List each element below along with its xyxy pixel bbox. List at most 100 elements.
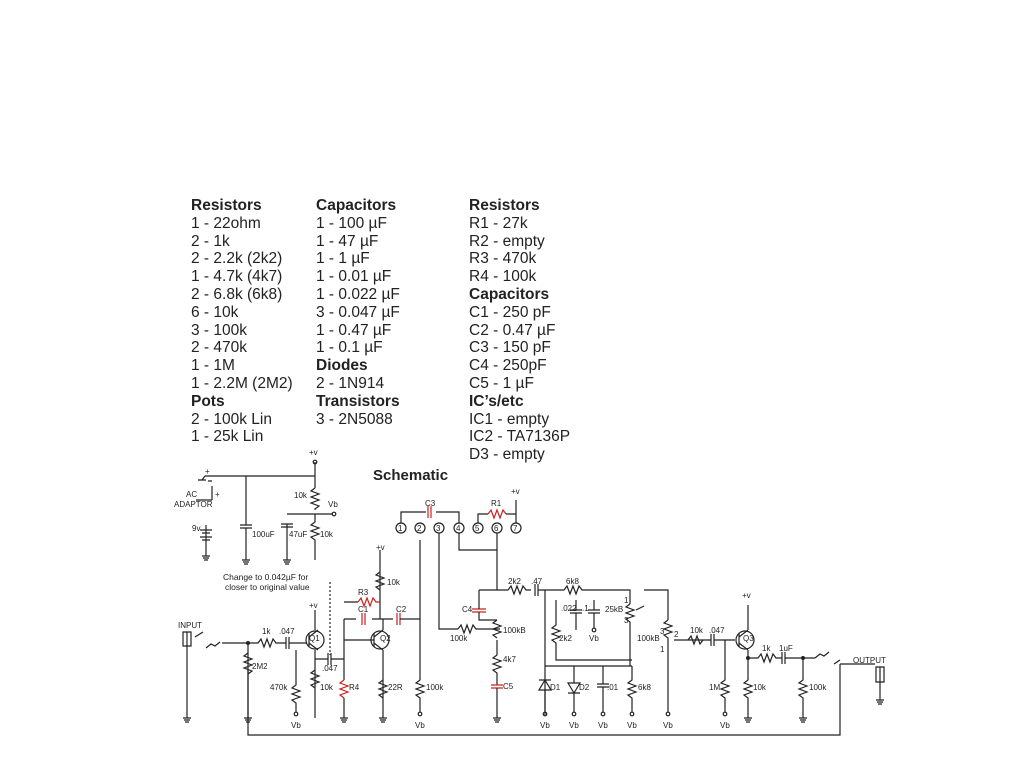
r10k-label-5: 10k <box>690 626 704 635</box>
pin-4-label: 4 <box>456 524 461 533</box>
vb-label-2: Vb <box>291 721 301 730</box>
c047-label-2: .047 <box>322 664 338 673</box>
c047-label-3: .047 <box>709 626 725 635</box>
ac-adaptor-plus-2: + <box>215 490 220 499</box>
bom-item: R3 - 470k <box>469 250 537 268</box>
ic-pin-header: 1 2 3 4 5 6 7 C3 R1 +v 100k <box>395 487 522 643</box>
bom-item: IC1 - empty <box>469 410 550 428</box>
c1-label: C1 <box>358 605 369 614</box>
bom-item: R2 - empty <box>469 232 545 250</box>
pot100kb-label-2: 100kB <box>637 634 660 643</box>
r10k-label-3: 10k <box>320 683 334 692</box>
c022-label: .022 <box>561 604 577 613</box>
bom-item: D3 - empty <box>469 446 545 464</box>
vb-label-1: Vb <box>328 500 338 509</box>
r100k-label-1: 100k <box>426 683 444 692</box>
bom-item: 2 - 470k <box>191 339 248 357</box>
bom-item: 1 - 4.7k (4k7) <box>191 268 283 286</box>
r1k-label-1: 1k <box>262 627 271 636</box>
vb-label-7: Vb <box>598 721 608 730</box>
bom-heading: Resistors <box>191 197 262 214</box>
note-line-2: closer to original value <box>225 582 310 592</box>
vplus-label-ic: +v <box>511 487 520 496</box>
r10k-label-4: 10k <box>387 578 401 587</box>
bom-item: 1 - 1 µF <box>316 250 370 268</box>
r1m-label: 1M <box>709 683 720 692</box>
bom-item: 1 - 0.1 µF <box>316 339 383 357</box>
vb-label-9: Vb <box>663 721 673 730</box>
r10k-label-2: 10k <box>320 530 334 539</box>
q1-label: Q1 <box>309 634 320 643</box>
r2k2-label-2: 2k2 <box>559 634 572 643</box>
bom-item: 3 - 0.047 µF <box>316 303 400 321</box>
q3-label: Q3 <box>743 634 754 643</box>
pin-1-label: 1 <box>398 524 403 533</box>
bom-heading: Pots <box>191 392 225 410</box>
bom-item: C3 - 150 pF <box>469 339 551 357</box>
c047-label-1: .047 <box>279 627 295 636</box>
bom-heading: Transistors <box>316 392 400 410</box>
wiper-1-label-a: 1 <box>624 596 629 605</box>
bom-item: 3 - 100k <box>191 321 248 339</box>
pot100kb-label-1: 100kB <box>503 626 526 635</box>
r100k-label-2: 100k <box>450 634 468 643</box>
bom-item: C5 - 1 µF <box>469 374 534 392</box>
wiper-1-label-b: 1 <box>660 645 665 654</box>
vplus-label-1: +v <box>309 448 318 457</box>
vb-label-10: Vb <box>720 721 730 730</box>
bom-item: R4 - 100k <box>469 268 537 286</box>
bom-item: 1 - 1M <box>191 357 235 375</box>
d1-label: D1 <box>550 683 561 692</box>
bom-heading: Capacitors <box>469 285 550 303</box>
pin-5-label: 5 <box>475 524 480 533</box>
bom-item: C1 - 250 pF <box>469 303 551 321</box>
r4-label: R4 <box>349 683 360 692</box>
wiper-2-label: 2 <box>674 630 679 639</box>
battery-label: 9v <box>192 524 200 533</box>
bom-item: 2 - 6.8k (6k8) <box>191 285 283 303</box>
output-label: OUTPUT <box>853 656 886 665</box>
r6k8-label-1: 6k8 <box>566 577 579 586</box>
vplus-label-q2: +v <box>376 543 385 552</box>
vplus-label-q1: +v <box>309 601 318 610</box>
bom-item: 3 - 2N5088 <box>316 410 393 428</box>
pin-3-label: 3 <box>436 524 441 533</box>
vb-label-4: Vb <box>589 634 599 643</box>
ac-adaptor-label-2: ADAPTOR <box>174 500 213 509</box>
r22-label: 22R <box>388 683 403 692</box>
bom-item: 2 - 1N914 <box>316 374 385 392</box>
vb-label-5: Vb <box>540 721 550 730</box>
vplus-label-q3: +v <box>742 591 751 600</box>
bom-item: 1 - 22ohm <box>191 214 261 232</box>
c1uf-label: 1uF <box>779 644 793 653</box>
bom-heading: IC’s/etc <box>469 392 524 410</box>
vb-label-3: Vb <box>415 721 425 730</box>
bom-item: 1 - 2.2M (2M2) <box>191 374 293 392</box>
c5-label: C5 <box>503 682 514 691</box>
bom-item: C2 - 0.47 µF <box>469 321 556 339</box>
r2m2-label: 2M2 <box>252 662 268 671</box>
bom-item: 1 - 100 µF <box>316 214 387 232</box>
r10k-label-6: 10k <box>753 683 767 692</box>
bom-item: 6 - 10k <box>191 303 239 321</box>
ac-adaptor-label-1: AC <box>186 490 197 499</box>
bom-heading: Resistors <box>469 197 540 214</box>
d2-label: D2 <box>579 683 590 692</box>
c4-label: C4 <box>462 605 473 614</box>
note-line-1: Change to 0.042µF for <box>223 572 308 582</box>
power-supply-section: + AC ADAPTOR 9v +v 10k Vb 100uF 47uF 10k… <box>174 448 338 565</box>
bom-item: 2 - 2.2k (2k2) <box>191 250 283 268</box>
bom-item: 2 - 1k <box>191 232 230 250</box>
r100k-label-3: 100k <box>809 683 827 692</box>
bom-item: 1 - 0.01 µF <box>316 268 392 286</box>
r4k7-label: 4k7 <box>503 655 516 664</box>
input-stage: INPUT 1k .047 2M2 <box>178 621 841 736</box>
pin-2-label: 2 <box>417 524 422 533</box>
c47-label: .47 <box>531 577 543 586</box>
bom-item: 1 - 47 µF <box>316 232 379 250</box>
tone-output-section: 2k2 .47 6k8 C4 100kB 4k7 C5 2k2 .022 .1 … <box>462 577 886 730</box>
